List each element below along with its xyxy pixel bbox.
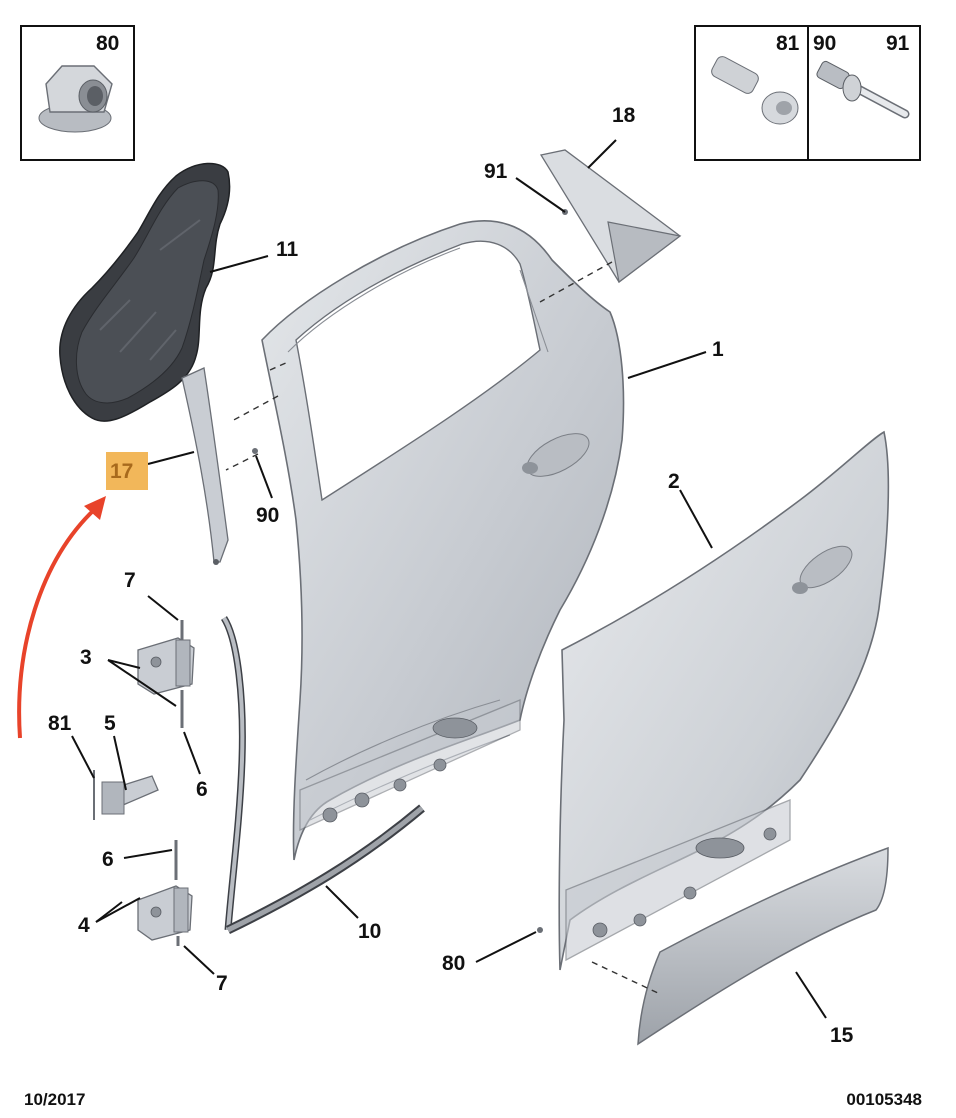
rivet-icon xyxy=(816,60,910,119)
part-17-pillar-applique xyxy=(181,367,229,565)
callout-7-top: 7 xyxy=(124,569,136,592)
callout-91-box: 91 xyxy=(886,32,910,55)
part-11-sealing-sheet xyxy=(59,162,231,422)
callout-10: 10 xyxy=(358,920,381,943)
part-2-door-skin xyxy=(558,430,890,971)
callout-11: 11 xyxy=(276,238,299,261)
callout-91: 91 xyxy=(484,160,508,183)
callout-80-box: 80 xyxy=(96,32,119,55)
callout-1: 1 xyxy=(712,338,724,361)
callout-6-left: 6 xyxy=(102,848,114,871)
fastener-box-81-90-91: 81 90 91 xyxy=(694,25,921,161)
callout-18: 18 xyxy=(612,104,636,127)
diagram-reference-number: 00105348 xyxy=(846,1090,922,1109)
callout-81-box: 81 xyxy=(776,32,800,55)
part-4-lower-hinge xyxy=(137,885,193,941)
callout-4: 4 xyxy=(78,914,90,937)
callout-6-right: 6 xyxy=(196,778,208,801)
assembly-lines xyxy=(225,261,661,995)
screw-icon xyxy=(711,56,799,125)
part-18-window-trim xyxy=(539,149,682,284)
fastener-box-80: 80 xyxy=(20,25,135,161)
callout-2: 2 xyxy=(668,470,680,493)
flange-nut-icon xyxy=(38,65,113,133)
callout-3: 3 xyxy=(80,646,92,669)
callout-90: 90 xyxy=(256,504,279,527)
part-1-rear-door xyxy=(261,220,625,861)
bolts xyxy=(93,209,568,946)
red-arrow-annotation xyxy=(17,496,106,739)
leader-lines xyxy=(71,139,827,1019)
callout-80: 80 xyxy=(442,952,465,975)
part-5-door-check xyxy=(101,775,159,815)
callout-17-highlight xyxy=(106,452,148,490)
part-10-seal xyxy=(220,616,425,935)
callout-81: 81 xyxy=(48,712,72,735)
part-15-lower-moulding xyxy=(637,846,889,1046)
callout-15: 15 xyxy=(830,1024,854,1047)
part-3-upper-hinge xyxy=(137,637,195,695)
callout-7-bottom: 7 xyxy=(216,972,228,995)
diagram-date: 10/2017 xyxy=(24,1090,86,1109)
callout-90-box: 90 xyxy=(813,32,836,55)
callout-17: 17 xyxy=(110,460,133,483)
callout-5: 5 xyxy=(104,712,116,735)
